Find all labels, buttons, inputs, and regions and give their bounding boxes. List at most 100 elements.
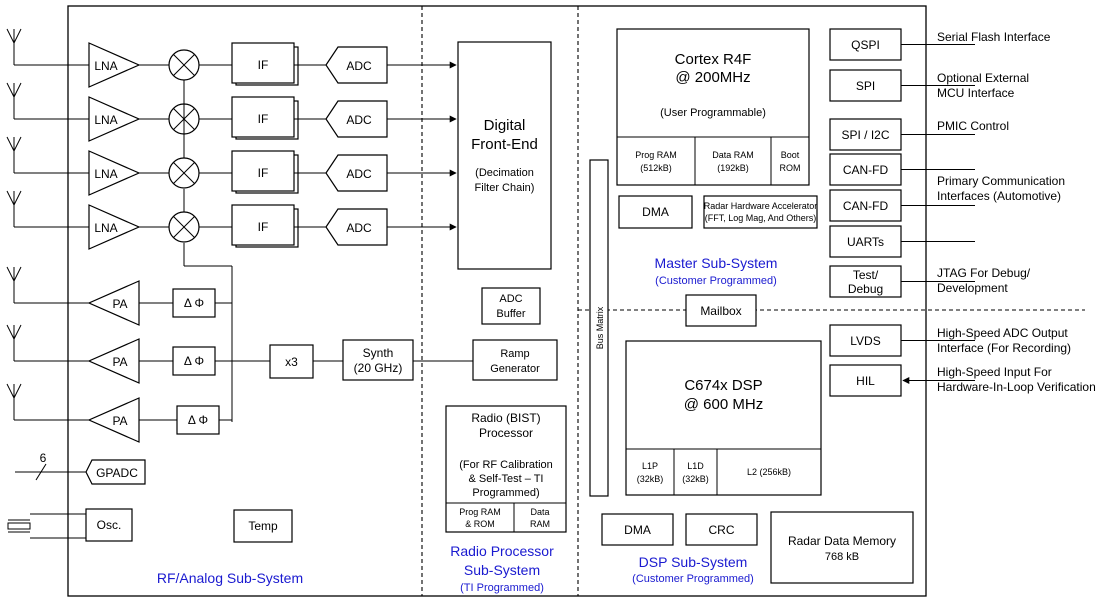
tx-antenna-icon — [6, 266, 22, 289]
bist-prog-ram-1: Prog RAM — [459, 507, 501, 517]
hwa-label-1: Radar Hardware Accelerator — [704, 201, 818, 211]
dsp-l1d-2: (32kB) — [682, 474, 709, 484]
bist-sub-3: Programmed) — [472, 487, 539, 499]
lna-label: LNA — [94, 113, 117, 127]
dfe-sub-1: (Decimation — [475, 167, 534, 179]
spi-i2c-block: SPI / I2C — [829, 118, 975, 151]
interface-column: QSPI SPI SPI / I2C CAN-FD CAN-FD UARTsTest/De… — [829, 28, 975, 397]
lna-amplifier — [88, 204, 141, 250]
bist-sub-1: (For RF Calibration — [459, 459, 553, 471]
dsp-subsystem-sub: (Customer Programmed) — [632, 573, 754, 585]
test-debug-block-label-2: Debug — [848, 282, 883, 296]
master-data-ram-1: Data RAM — [712, 150, 754, 160]
dsp-l1p-2: (32kB) — [637, 474, 664, 484]
spi-block: SPI — [829, 69, 975, 102]
phase-shifter — [176, 405, 220, 435]
adc-buffer-label-2: Buffer — [496, 308, 525, 320]
canfd-block-2: CAN-FD — [829, 189, 975, 222]
uarts-block: UARTs — [829, 225, 975, 258]
rx-antenna-icon — [6, 190, 22, 213]
ramp-label-1: Ramp — [500, 348, 529, 360]
gpadc-block — [85, 459, 146, 485]
qspi-block-label: QSPI — [851, 38, 880, 52]
radio-subsystem-sub: (TI Programmed) — [460, 582, 544, 594]
hwa-label-2: (FFT, Log Mag, And Others) — [705, 213, 817, 223]
bist-sub-2: & Self-Test – TI — [469, 473, 544, 485]
test-debug-block-label-1: Test/ — [853, 268, 879, 282]
dsp-title-2: @ 600 MHz — [684, 396, 763, 413]
bist-data-ram-2: RAM — [530, 519, 550, 529]
adc-label: ADC — [346, 113, 372, 127]
if-label: IF — [258, 220, 269, 234]
cortex-title-1: Cortex R4F — [675, 51, 752, 68]
bus-matrix — [589, 159, 609, 497]
pa-label: PA — [112, 414, 127, 428]
bist-title-2: Processor — [479, 426, 533, 440]
tx-antenna-icon — [6, 324, 22, 347]
adc-buffer-label-1: ADC — [499, 293, 522, 305]
if-filter — [231, 150, 295, 192]
master-data-ram-2: (192kB) — [717, 163, 749, 173]
pa-label: PA — [112, 355, 127, 369]
dsp-l1p-1: L1P — [642, 461, 658, 471]
lna-label: LNA — [94, 221, 117, 235]
cortex-r4f-block — [616, 28, 810, 186]
canfd-block-2-label: CAN-FD — [843, 199, 889, 213]
radio-bist-processor — [445, 405, 567, 533]
qspi-block: QSPI — [829, 28, 975, 61]
mailbox-label: Mailbox — [700, 304, 741, 318]
canfd-block-1-label: CAN-FD — [843, 163, 889, 177]
ext-serial-flash: Serial Flash Interface — [937, 30, 1051, 44]
dfe-title-2: Front-End — [471, 136, 538, 153]
test-debug-block: Test/Debug — [829, 265, 975, 298]
lna-amplifier — [88, 150, 141, 196]
digital-front-end — [457, 41, 552, 270]
c674x-dsp-block — [625, 340, 822, 496]
ext-primary-1: Primary Communication — [937, 174, 1065, 188]
if-label: IF — [258, 112, 269, 126]
crc-label: CRC — [709, 523, 735, 537]
ext-hs-input-1: High-Speed Input For — [937, 365, 1052, 379]
if-filter — [231, 42, 295, 84]
lna-amplifier — [88, 96, 141, 142]
rx-chain-2: LNA IF ADC — [6, 82, 457, 142]
dsp-l1d-1: L1D — [687, 461, 704, 471]
bist-prog-ram-2: & ROM — [465, 519, 495, 529]
ext-primary-2: Interfaces (Automotive) — [937, 189, 1061, 203]
master-boot-rom-2: ROM — [780, 163, 801, 173]
master-subsystem-label: Master Sub-System — [655, 255, 778, 271]
hil-block-label: HIL — [856, 374, 875, 388]
bus-matrix-label: Bus Matrix — [595, 306, 605, 349]
hil-block: HIL — [829, 364, 975, 397]
if-label: IF — [258, 58, 269, 72]
ramp-generator-block — [472, 339, 558, 381]
radar-data-memory — [770, 511, 914, 584]
dsp-l2: L2 (256kB) — [747, 467, 791, 477]
pa-label: PA — [112, 297, 127, 311]
if-label: IF — [258, 166, 269, 180]
dfe-sub-2: Filter Chain) — [475, 182, 535, 194]
ext-hs-adc-2: Interface (For Recording) — [937, 341, 1071, 355]
if-filter — [231, 96, 295, 138]
master-subsystem-sub: (Customer Programmed) — [655, 275, 777, 287]
temp-label: Temp — [248, 519, 278, 533]
canfd-block-1: CAN-FD — [829, 153, 975, 186]
synth-block — [342, 339, 414, 381]
master-prog-ram-1: Prog RAM — [635, 150, 677, 160]
temp-sensor-block — [233, 509, 293, 543]
ext-jtag-1: JTAG For Debug/ — [937, 266, 1031, 280]
rf-subsystem-label: RF/Analog Sub-System — [157, 570, 303, 586]
spi-i2c-block-label: SPI / I2C — [841, 128, 889, 142]
adc-label: ADC — [346, 167, 372, 181]
oscillator-block — [85, 508, 133, 542]
mailbox-block — [685, 294, 757, 327]
rx-antenna-icon — [6, 136, 22, 159]
spi-block-label: SPI — [856, 79, 875, 93]
